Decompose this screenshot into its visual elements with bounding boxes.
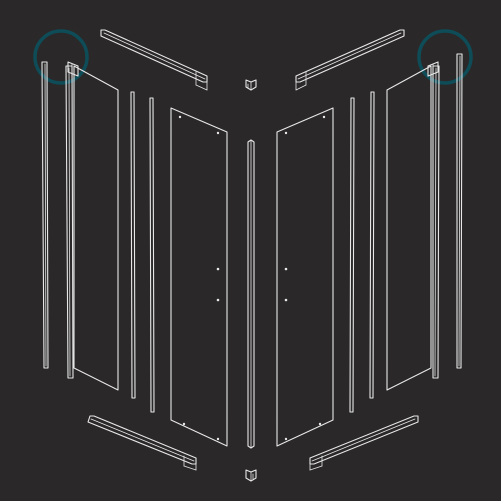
sliding-door-left xyxy=(170,107,228,447)
sliding-door-right xyxy=(276,107,334,447)
wall-profile-left xyxy=(41,61,49,369)
fixed-panel-left xyxy=(73,65,119,391)
top-rail-left xyxy=(100,29,208,91)
profile-strips-left xyxy=(130,91,155,413)
bottom-rail-left xyxy=(87,415,197,471)
wall-profile-right xyxy=(456,53,463,369)
post-left xyxy=(65,61,79,379)
highlight-circle-right xyxy=(417,29,473,85)
profile-strips-right xyxy=(349,91,375,413)
corner-post-center xyxy=(247,139,255,449)
bottom-rail-right xyxy=(309,415,419,471)
corner-bracket-top xyxy=(245,79,257,91)
corner-bracket-bottom xyxy=(245,469,257,482)
post-right xyxy=(427,61,440,379)
fixed-panel-right xyxy=(386,65,432,391)
highlight-circle-left xyxy=(33,29,89,85)
top-rail-right xyxy=(295,29,405,91)
